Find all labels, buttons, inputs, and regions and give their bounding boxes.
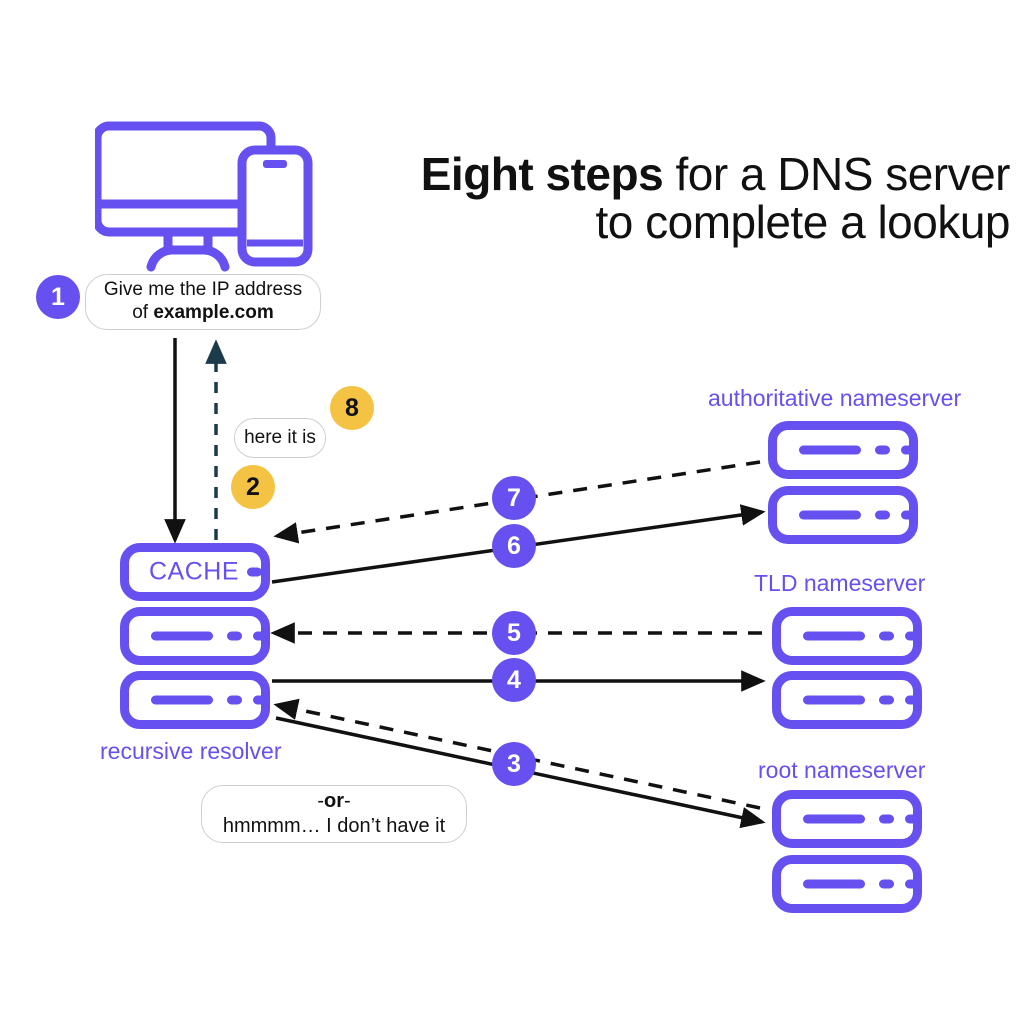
server-dot-icon-1	[879, 631, 894, 641]
cache-dot-icon	[247, 567, 262, 577]
cache-miss-line-2: hmmmm… I don’t have it	[222, 815, 446, 837]
title-rest: for a DNS server	[663, 148, 1010, 200]
server-bar-icon	[803, 695, 865, 705]
step-badge-3: 3	[492, 742, 536, 786]
server-dot-icon-2	[905, 879, 920, 889]
server-bar-icon	[803, 814, 865, 824]
resolver-answer-text: here it is	[244, 427, 316, 448]
tld-nameserver-box-2	[772, 671, 922, 729]
example-domain: example.com	[153, 302, 274, 323]
authoritative-nameserver-box-2	[768, 486, 918, 544]
server-dot-icon-2	[253, 631, 268, 641]
resolver-box-3	[120, 671, 270, 729]
server-dot-icon-1	[227, 631, 242, 641]
server-dot-icon-2	[901, 510, 916, 520]
server-dot-icon-1	[875, 510, 890, 520]
page-title: Eight steps for a DNS server to complete…	[330, 148, 1011, 249]
server-bar-icon	[151, 631, 213, 641]
title-line-2: to complete a lookup	[595, 196, 1011, 249]
client-query-bubble: Give me the IP address of example.com	[85, 274, 321, 330]
cache-miss-line-1: -or-	[317, 790, 351, 812]
resolver-label: recursive resolver	[100, 738, 282, 764]
step-badge-5: 5	[492, 611, 536, 655]
authoritative-nameserver-box-1	[768, 421, 918, 479]
server-dot-icon-2	[905, 631, 920, 641]
tld-nameserver-box-1	[772, 607, 922, 665]
server-dot-icon-1	[879, 695, 894, 705]
server-bar-icon	[151, 695, 213, 705]
step-badge-2: 2	[231, 465, 275, 509]
server-bar-icon	[803, 879, 865, 889]
resolver-cache-box: CACHE	[120, 543, 270, 601]
server-dot-icon-1	[227, 695, 242, 705]
step-badge-6: 6	[492, 524, 536, 568]
server-dot-icon-2	[901, 445, 916, 455]
resolver-answer-bubble: here it is	[234, 418, 326, 458]
server-bar-icon	[803, 631, 865, 641]
cache-miss-bubble: -or- hmmmm… I don’t have it	[201, 785, 467, 843]
root-nameserver-box-2	[772, 855, 922, 913]
client-query-line-2: of example.com	[132, 302, 274, 323]
authoritative-nameserver-label: authoritative nameserver	[708, 385, 962, 411]
resolver-box-2	[120, 607, 270, 665]
client-query-line-1: Give me the IP address	[103, 279, 303, 301]
server-dot-icon-2	[253, 695, 268, 705]
server-dot-icon-1	[879, 814, 894, 824]
desktop-and-phone-icon	[95, 121, 313, 272]
server-bar-icon	[799, 445, 861, 455]
step-badge-4: 4	[492, 658, 536, 702]
server-bar-icon	[799, 510, 861, 520]
server-dot-icon-1	[879, 879, 894, 889]
cache-label: CACHE	[149, 557, 240, 586]
tld-nameserver-label: TLD nameserver	[754, 570, 926, 596]
server-dot-icon-1	[875, 445, 890, 455]
title-strong: Eight steps	[420, 148, 664, 200]
root-nameserver-label: root nameserver	[758, 757, 926, 783]
step-badge-7: 7	[492, 476, 536, 520]
server-dot-icon-2	[905, 695, 920, 705]
step-badge-1: 1	[36, 275, 80, 319]
root-nameserver-box-1	[772, 790, 922, 848]
server-dot-icon-2	[905, 814, 920, 824]
step-badge-8: 8	[330, 386, 374, 430]
